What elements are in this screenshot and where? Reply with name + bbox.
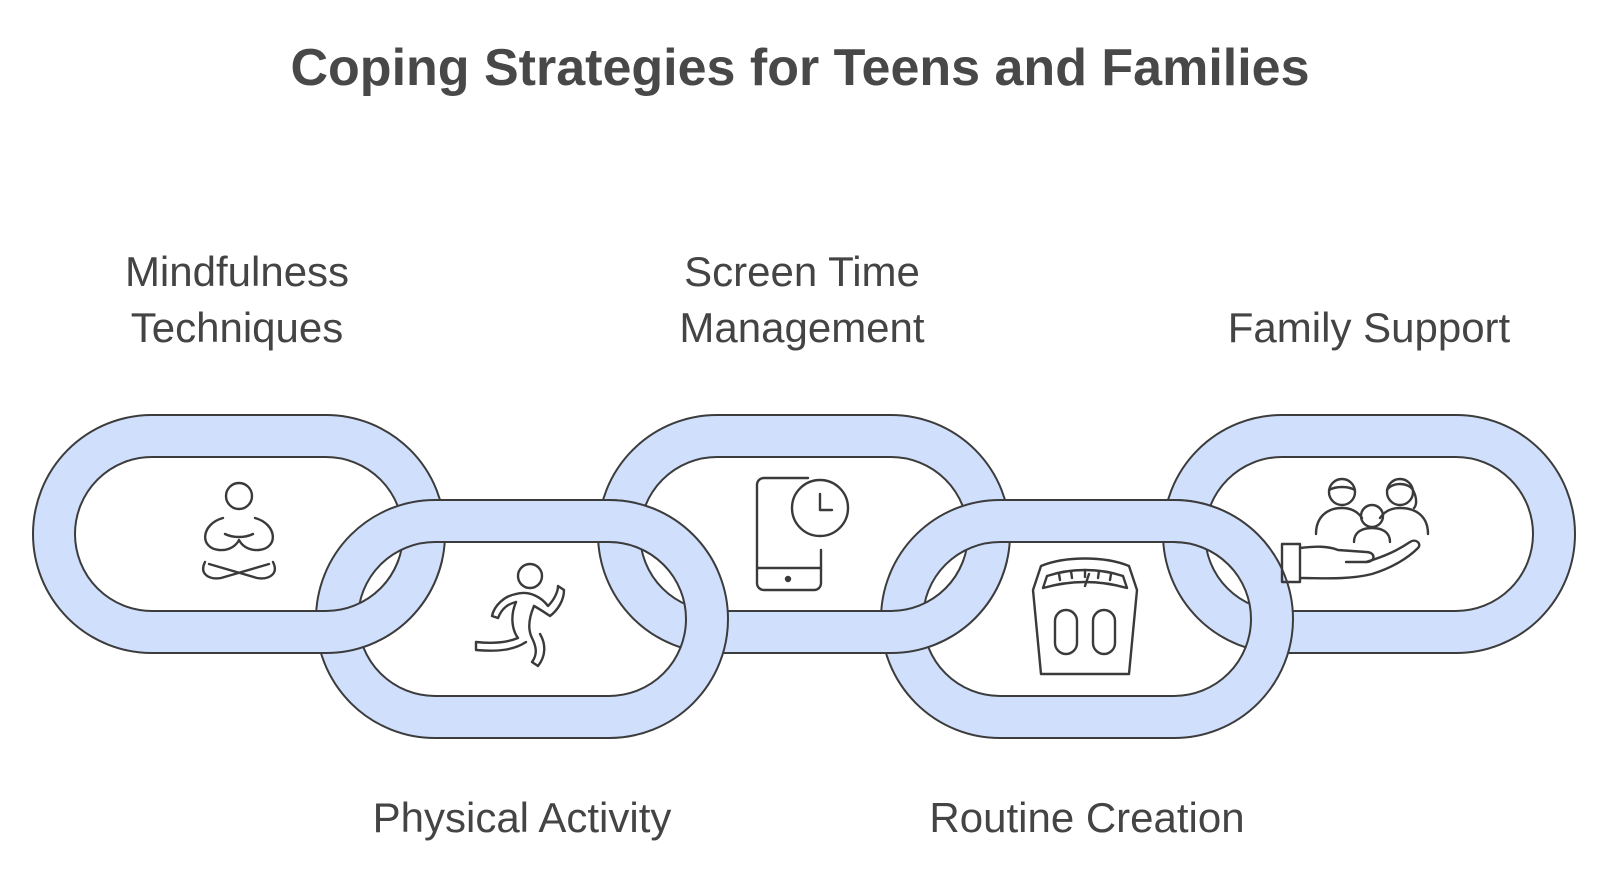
scale-icon — [1031, 557, 1139, 676]
chain-link-routine — [880, 499, 1294, 739]
label-mindfulness-techniques: Mindfulness Techniques — [124, 248, 350, 351]
label-screen-time-management: Screen Time Management — [679, 248, 925, 351]
meditation-icon — [202, 481, 276, 580]
label-physical-activity: Physical Activity — [372, 794, 672, 841]
page-title: Coping Strategies for Teens and Families — [290, 39, 1310, 97]
label-family-support: Family Support — [1227, 304, 1511, 351]
phone-clock-icon — [755, 476, 850, 592]
label-routine-creation: Routine Creation — [929, 794, 1245, 841]
family-hand-icon — [1280, 477, 1430, 584]
running-person-icon — [474, 562, 566, 668]
chain-link-family — [1162, 414, 1576, 654]
